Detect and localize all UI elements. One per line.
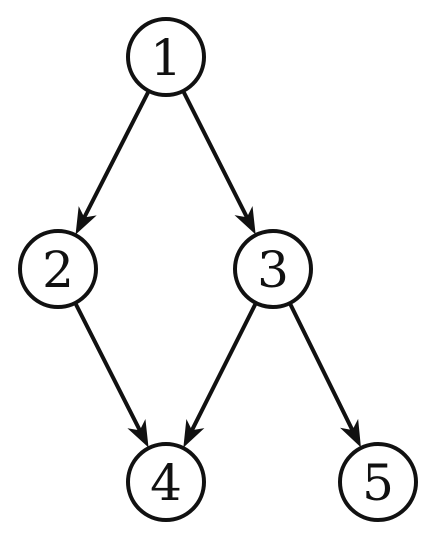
edges-layer [73, 88, 361, 448]
node-3-label: 3 [257, 241, 289, 299]
node-2-circle [18, 229, 98, 309]
node-4-circle [126, 442, 206, 522]
edge-1-2 [75, 88, 151, 235]
node-2: 2 [18, 229, 98, 309]
edge-2-4 [73, 300, 149, 448]
edge-3-4 [183, 301, 258, 448]
node-5: 5 [338, 442, 418, 522]
nodes-layer: 1 2 3 4 5 [18, 17, 418, 522]
edge-line-2-4 [73, 300, 146, 440]
node-5-circle [338, 442, 418, 522]
arrowhead-3-5 [340, 418, 361, 448]
node-1-label: 1 [150, 29, 182, 87]
arrowhead-3-4 [183, 419, 205, 448]
edge-line-3-5 [287, 301, 358, 440]
arrowhead-1-3 [234, 206, 256, 235]
edge-1-3 [181, 88, 256, 235]
edge-line-1-2 [78, 88, 151, 227]
edge-3-5 [287, 301, 361, 448]
edge-line-1-3 [181, 88, 253, 227]
node-1: 1 [126, 17, 206, 97]
node-3: 3 [233, 229, 313, 309]
node-1-circle [126, 17, 206, 97]
node-2-label: 2 [42, 241, 74, 299]
node-4: 4 [126, 442, 206, 522]
node-5-label: 5 [362, 454, 394, 512]
arrowhead-2-4 [127, 419, 149, 448]
edge-line-3-4 [186, 301, 258, 440]
node-4-label: 4 [150, 454, 182, 512]
arrowhead-1-2 [75, 206, 97, 235]
node-3-circle [233, 229, 313, 309]
